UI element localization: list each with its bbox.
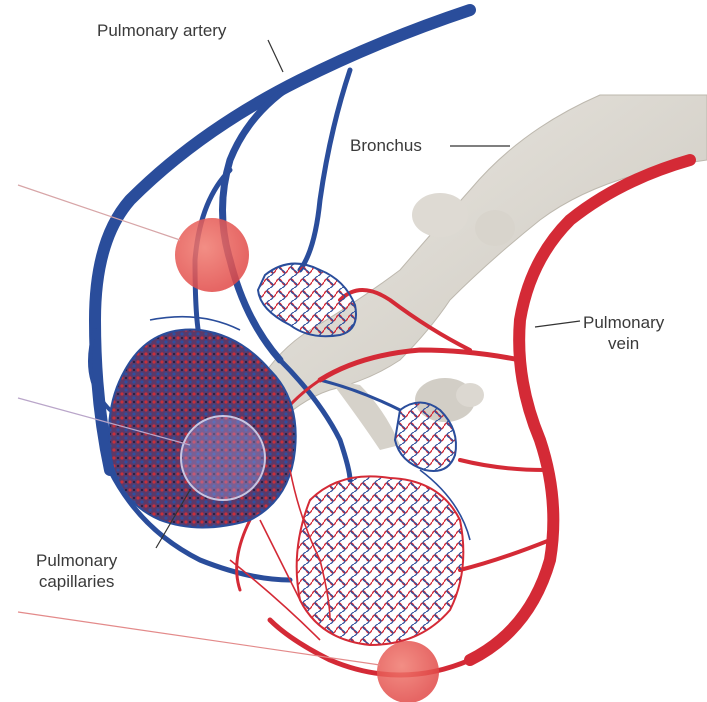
label-pulmonary-vein-line2: vein (583, 333, 664, 354)
label-pulmonary-artery: Pulmonary artery (97, 20, 226, 41)
marker-dot-lower (377, 641, 439, 702)
label-pulmonary-vein-line1: Pulmonary (583, 312, 664, 333)
label-pulmonary-capillaries-line2: capillaries (36, 571, 117, 592)
magnifier-circle (181, 416, 265, 500)
label-pulmonary-vein: Pulmonary vein (583, 312, 664, 354)
alveolar-cluster-small-top (258, 264, 356, 337)
label-pulmonary-capillaries: Pulmonary capillaries (36, 550, 117, 592)
marker-dot-upper (175, 218, 249, 292)
label-bronchus: Bronchus (350, 135, 422, 156)
alveolar-cluster-large-bottom (297, 476, 464, 645)
label-pulmonary-capillaries-line1: Pulmonary (36, 550, 117, 571)
